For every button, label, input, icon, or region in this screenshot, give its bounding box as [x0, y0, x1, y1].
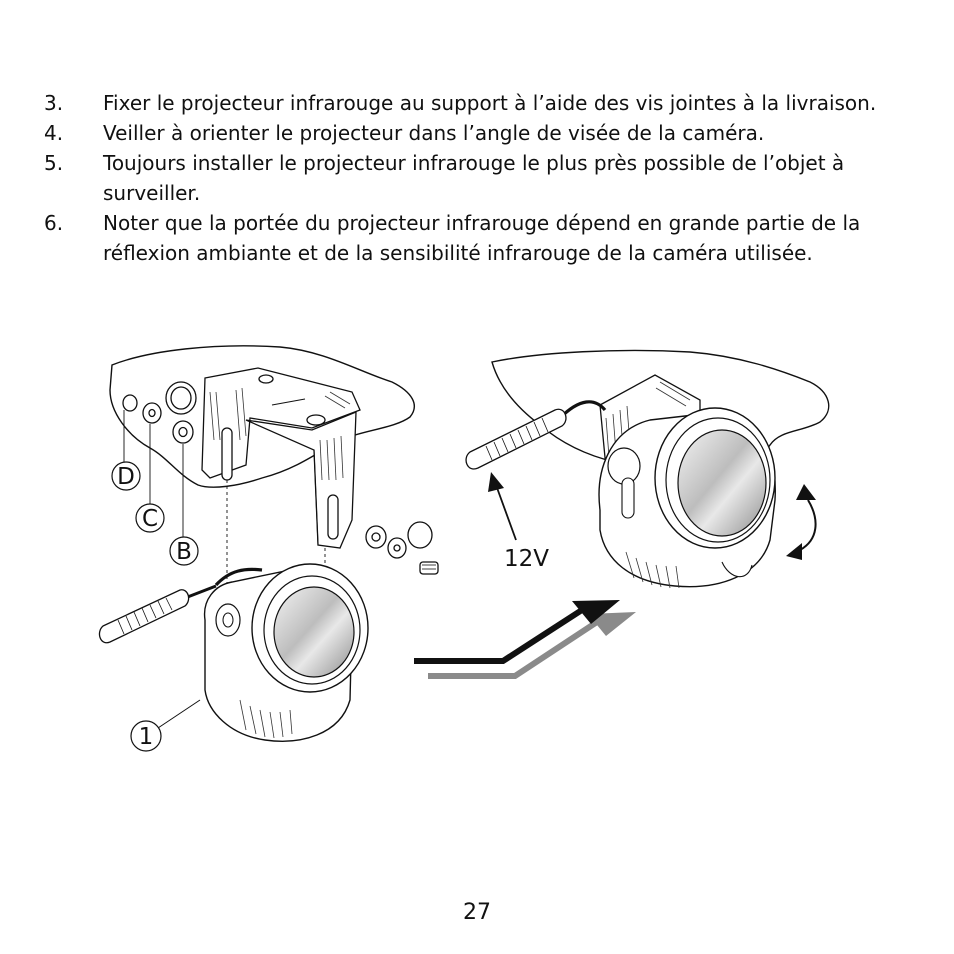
instruction-item: 3. Fixer le projecteur infrarouge au sup… [44, 88, 914, 118]
fastener-parts-left [122, 381, 197, 444]
instruction-item: 6. Noter que la portée du projecteur inf… [44, 208, 914, 268]
callout-one-label: 1 [139, 724, 154, 750]
instruction-number: 3. [44, 91, 64, 115]
callout-b: B [169, 536, 199, 566]
cable-connector-left [98, 589, 190, 644]
instruction-text: Veiller à orienter le projecteur dans l’… [103, 121, 765, 145]
projector-lens-left [273, 586, 355, 678]
instruction-number: 4. [44, 121, 64, 145]
installation-drawing: D C B 1 [98, 345, 830, 752]
projector-lens-right [677, 429, 767, 537]
instruction-text: Noter que la portée du projecteur infrar… [103, 211, 861, 265]
callout-c: C [135, 503, 165, 533]
instruction-number: 5. [44, 151, 64, 175]
mounting-bracket-left [201, 367, 361, 549]
nut-washer-set-right [365, 521, 439, 575]
instruction-number: 6. [44, 211, 64, 235]
callout-leaders-left [123, 410, 184, 540]
callout-b-label: B [176, 539, 192, 565]
power-arrow [488, 472, 517, 541]
cable-connector-right [465, 408, 567, 470]
screw-head-d [122, 394, 138, 412]
instruction-text: Fixer le projecteur infrarouge au suppor… [103, 91, 877, 115]
callout-one: 1 [130, 720, 162, 752]
transition-arrows [414, 600, 636, 679]
instruction-item: 4. Veiller à orienter le projecteur dans… [44, 118, 914, 148]
ir-projector-right [465, 374, 776, 589]
rotation-arrow [786, 484, 817, 560]
instruction-item: 5. Toujours installer le projecteur infr… [44, 148, 914, 208]
callout-c-label: C [142, 506, 158, 532]
page-number: 27 [463, 900, 491, 925]
installation-illustration: D C B 1 [0, 330, 954, 800]
instruction-list: 3. Fixer le projecteur infrarouge au sup… [44, 88, 914, 268]
ir-projector-left [98, 563, 369, 742]
callout-leader-one [157, 699, 201, 729]
callout-d: D [111, 461, 141, 491]
callout-d-label: D [117, 464, 135, 490]
voltage-label: 12V [504, 546, 549, 572]
instruction-text: Toujours installer le projecteur infraro… [103, 151, 845, 205]
